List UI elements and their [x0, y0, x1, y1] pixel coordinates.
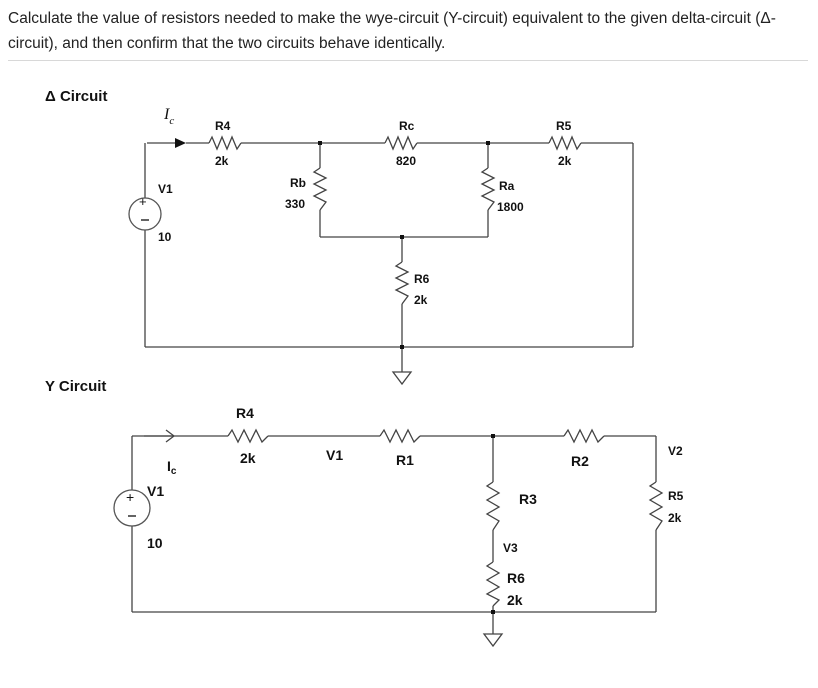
delta-rc-name: Rc	[399, 119, 415, 133]
delta-node-dot	[486, 141, 490, 145]
delta-rb-resistor-icon	[312, 167, 328, 211]
svg-text:+: +	[139, 194, 147, 209]
delta-source-name: V1	[158, 182, 173, 196]
delta-r5-value: 2k	[558, 154, 572, 168]
wye-r6-resistor-icon	[485, 561, 501, 607]
delta-r5-resistor-icon	[548, 135, 582, 151]
delta-ra-value: 1800	[497, 200, 524, 214]
delta-r4-value: 2k	[215, 154, 229, 168]
delta-heading: Δ Circuit	[45, 88, 107, 105]
delta-node-dot	[400, 235, 404, 239]
wye-r5-resistor-icon	[648, 481, 664, 531]
wye-r4-name: R4	[236, 405, 254, 421]
wye-r4-value: 2k	[240, 450, 256, 466]
delta-current-arrowhead	[175, 138, 186, 148]
wye-r3-label: R3	[519, 491, 537, 507]
delta-wires	[144, 142, 634, 372]
wye-r6-name: R6	[507, 570, 525, 586]
wye-v2-label: V2	[668, 444, 683, 458]
wye-r6-value: 2k	[507, 592, 523, 608]
delta-r4-name: R4	[215, 119, 231, 133]
problem-statement: Calculate the value of resistors needed …	[8, 6, 808, 61]
delta-node-dot	[400, 345, 404, 349]
delta-ra-name: Ra	[499, 179, 515, 193]
delta-node-dot	[318, 141, 322, 145]
delta-r6-resistor-icon	[394, 261, 410, 305]
delta-current-label: Ic	[163, 106, 174, 127]
delta-rb-value: 330	[285, 197, 305, 211]
wye-r5-value: 2k	[668, 511, 682, 525]
wye-node-dot	[491, 434, 495, 438]
delta-r6-value: 2k	[414, 293, 428, 307]
delta-source-value: 10	[158, 230, 172, 244]
wye-r1-label: R1	[396, 452, 414, 468]
delta-ground-icon	[391, 371, 413, 386]
svg-text:+: +	[126, 489, 134, 505]
delta-r4-resistor-icon	[208, 135, 242, 151]
wye-r2-label: R2	[571, 453, 589, 469]
wye-v1-res-label: V1	[326, 447, 343, 463]
wye-heading: Y Circuit	[45, 378, 106, 395]
wye-source-name: V1	[147, 483, 164, 499]
delta-rb-name: Rb	[290, 176, 306, 190]
wye-node-dot	[491, 610, 495, 614]
delta-r5-name: R5	[556, 119, 572, 133]
wye-r2-resistor-icon	[563, 428, 605, 444]
wye-current-label: Ic	[167, 458, 177, 477]
wye-r1-resistor-icon	[379, 428, 421, 444]
delta-rc-resistor-icon	[384, 135, 418, 151]
delta-r6-name: R6	[414, 272, 430, 286]
wye-r3-resistor-icon	[485, 481, 501, 531]
wye-r4-resistor-icon	[227, 428, 269, 444]
delta-voltage-source-icon	[128, 197, 162, 231]
wye-r5-name: R5	[668, 489, 684, 503]
wye-source-value: 10	[147, 535, 163, 551]
delta-rc-value: 820	[396, 154, 416, 168]
delta-ra-resistor-icon	[480, 167, 496, 211]
wye-ground-icon	[482, 633, 504, 648]
wye-v3-label: V3	[503, 541, 518, 555]
wye-voltage-source-icon	[113, 489, 151, 527]
